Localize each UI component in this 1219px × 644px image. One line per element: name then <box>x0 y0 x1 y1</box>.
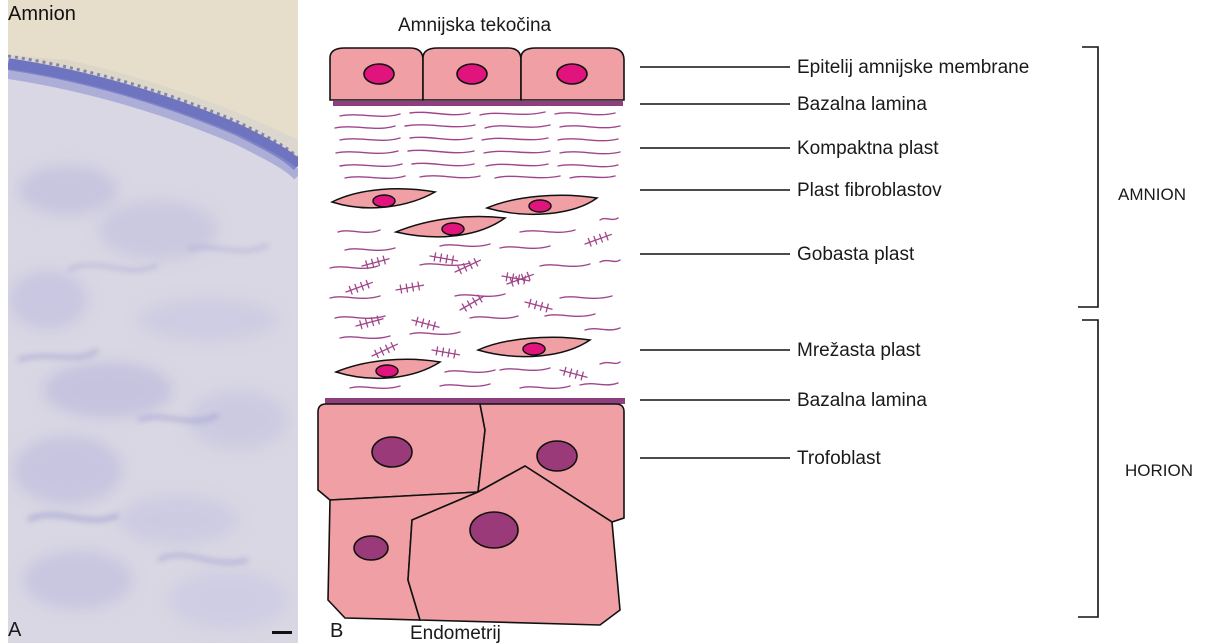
layer-label-reticular: Mrežasta plast <box>797 341 921 360</box>
nucleus <box>354 536 388 560</box>
nucleus <box>372 437 412 467</box>
leader-lines <box>640 67 790 458</box>
nucleus <box>376 365 398 377</box>
nucleus <box>457 64 487 84</box>
fibroblasts <box>332 189 597 379</box>
compact-layer-fibers <box>335 112 620 178</box>
layer-label-trophoblast: Trofoblast <box>797 449 881 468</box>
layer-label-compact: Kompaktna plast <box>797 139 939 158</box>
endometrium-label: Endometrij <box>410 624 501 643</box>
basal-lamina-chorion <box>325 398 625 404</box>
nucleus <box>373 195 395 207</box>
nucleus <box>364 64 394 84</box>
layer-label-basal-lamina-2: Bazalna lamina <box>797 391 927 410</box>
nucleus <box>470 512 518 548</box>
group-label-chorion: HORION <box>1125 462 1193 479</box>
trophoblast-cells <box>318 404 624 625</box>
layer-label-basal-lamina-1: Bazalna lamina <box>797 95 927 114</box>
nucleus <box>523 343 545 355</box>
nucleus <box>529 200 551 212</box>
layer-label-spongy: Gobasta plast <box>797 245 914 264</box>
reticular-fibers <box>345 231 613 381</box>
layer-label-epithelium: Epitelij amnijske membrane <box>797 58 1029 77</box>
nucleus <box>557 64 587 84</box>
group-brackets <box>1078 47 1098 617</box>
amnion-bracket <box>1078 47 1098 307</box>
epithelial-cells <box>330 48 624 100</box>
layer-label-fibroblast: Plast fibroblastov <box>797 181 942 200</box>
basal-lamina-amnion <box>333 101 623 106</box>
nucleus <box>537 441 577 471</box>
chorion-bracket <box>1078 320 1098 617</box>
nucleus <box>442 223 464 235</box>
amniotic-fluid-label: Amnijska tekočina <box>398 16 551 35</box>
group-label-amnion: AMNION <box>1118 186 1186 203</box>
panel-b-letter: B <box>330 621 343 641</box>
